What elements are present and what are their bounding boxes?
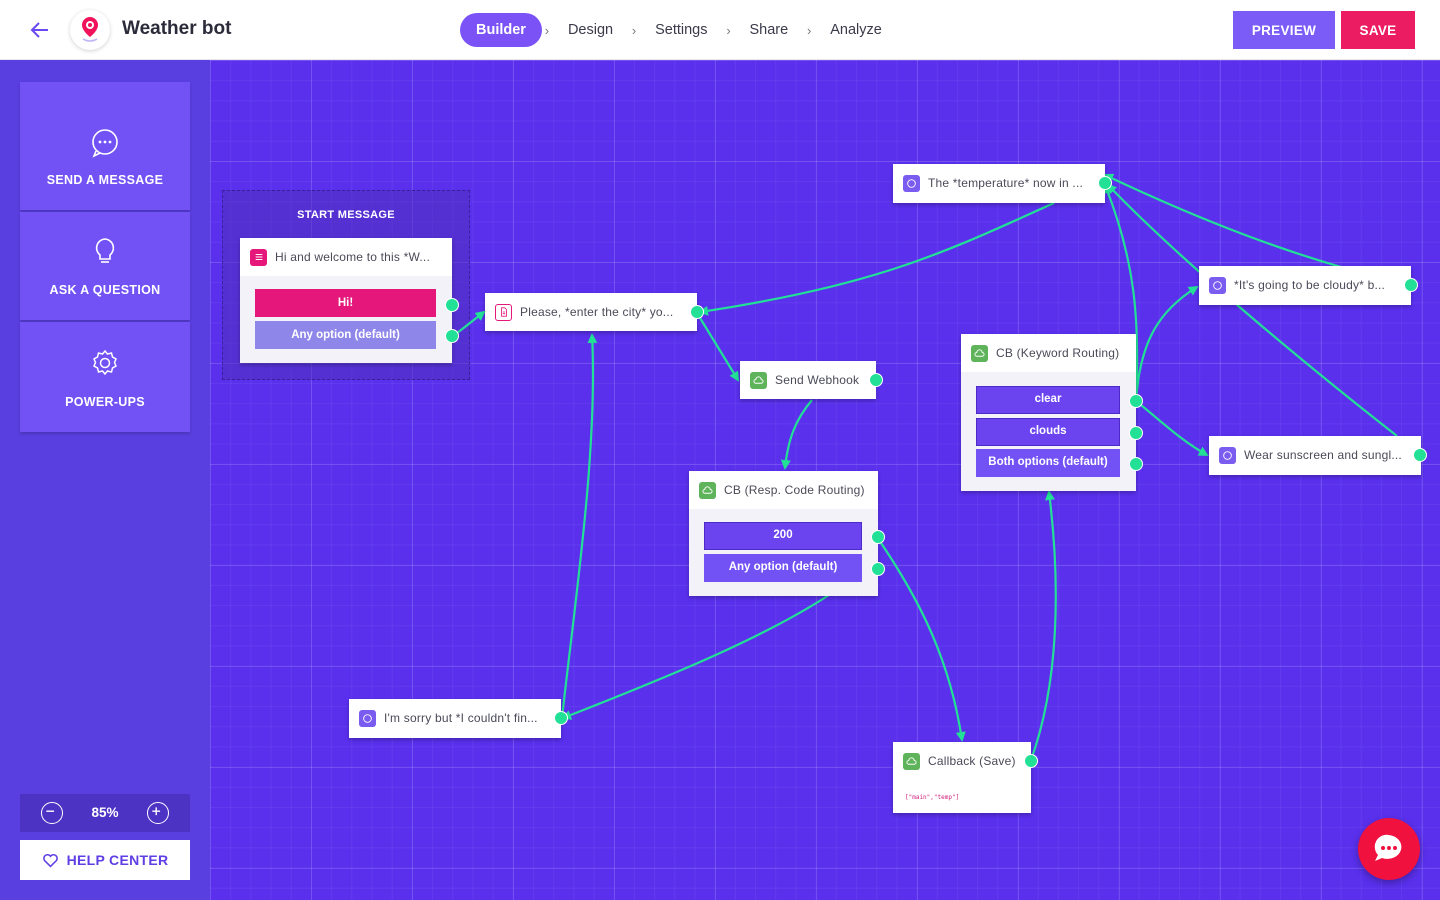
connector-port[interactable] [445,329,459,343]
gear-icon [93,349,117,376]
chat-bubble-icon [1209,276,1226,294]
node-text: I'm sorry but *I couldn't fin... [384,711,538,725]
cloud-icon [903,752,920,770]
option-button[interactable]: Any option (default) [255,321,436,349]
document-icon [495,303,512,321]
node-text: The *temperature* now in ... [928,176,1084,190]
zoom-level: 85% [91,805,119,820]
option-button[interactable]: Hi! [255,289,436,317]
node-text: *It's going to be cloudy* b... [1234,278,1386,292]
flow-canvas[interactable]: START MESSAGE [210,60,1440,900]
option-button[interactable]: clear [976,386,1120,414]
connector-port[interactable] [869,373,883,387]
cloud-icon [971,344,988,362]
connector-port[interactable] [690,305,704,319]
connector-port[interactable] [871,562,885,576]
connector-port[interactable] [554,711,568,725]
option-button[interactable]: 200 [704,522,862,550]
option-button[interactable]: Any option (default) [704,554,862,582]
node-temperature-message[interactable]: The *temperature* now in ... [893,164,1105,203]
node-callback-save[interactable]: Callback (Save) ["main","temp"] [893,742,1031,813]
connector-port[interactable] [871,530,885,544]
top-bar: Weather bot Builder › Design › Settings … [0,0,1440,60]
node-resp-code-routing[interactable]: CB (Resp. Code Routing) 200 Any option (… [689,471,878,596]
bot-avatar [70,10,110,50]
connector-port[interactable] [1129,457,1143,471]
node-text: CB (Keyword Routing) [996,346,1120,360]
bot-logo-icon [82,17,98,42]
plus-icon [152,807,161,816]
connector-port[interactable] [1024,754,1038,768]
chat-bubble-icon [903,174,920,192]
step-design[interactable]: Design [567,22,614,38]
chat-bubble-icon [1219,446,1236,464]
help-center-button[interactable]: HELP CENTER [20,840,190,880]
power-ups-tool[interactable]: POWER-UPS [20,322,190,432]
node-text: Callback (Save) [928,754,1016,768]
heart-icon [42,853,58,868]
ask-question-label: ASK A QUESTION [49,283,161,297]
option-button[interactable]: clouds [976,418,1120,446]
step-analyze[interactable]: Analyze [830,22,882,38]
chevron-right-icon: › [544,22,550,38]
step-settings[interactable]: Settings [655,22,708,38]
node-cloudy-message[interactable]: *It's going to be cloudy* b... [1199,266,1411,305]
node-text: Wear sunscreen and sungl... [1244,448,1402,462]
connector-port[interactable] [1413,448,1427,462]
tools-sidebar: SEND A MESSAGE ASK A QUESTION POWER-UPS … [0,60,210,900]
node-text: Please, *enter the city* yo... [520,305,674,319]
step-share[interactable]: Share [749,22,789,38]
saved-variables-code: ["main","temp"] [905,794,960,801]
bot-title[interactable]: Weather bot [122,18,232,39]
zoom-out-button[interactable] [41,802,63,824]
chat-bubble-icon [359,709,376,727]
node-enter-city[interactable]: Please, *enter the city* yo... [485,293,697,331]
chevron-right-icon: › [631,22,637,38]
chat-bubble-icon [1374,834,1402,861]
preview-button[interactable]: PREVIEW [1233,11,1335,49]
option-button[interactable]: Both options (default) [976,449,1120,477]
chat-bubble-icon [92,129,118,158]
minus-icon [46,810,55,812]
connector-port[interactable] [1129,394,1143,408]
lightbulb-icon [95,238,115,263]
send-message-tool[interactable]: SEND A MESSAGE [20,82,190,210]
chevron-right-icon: › [807,22,812,38]
builder-steps-nav: Builder › Design › Settings › Share › An… [460,13,898,47]
node-sorry-message[interactable]: I'm sorry but *I couldn't fin... [349,699,561,738]
step-builder[interactable]: Builder [460,13,542,47]
zoom-in-button[interactable] [147,802,169,824]
node-keyword-routing[interactable]: CB (Keyword Routing) clear clouds Both o… [961,334,1136,491]
node-welcome-message[interactable]: Hi and welcome to this *W... Hi! Any opt… [240,238,452,363]
node-text: Send Webhook [775,373,860,387]
start-message-title: START MESSAGE [297,209,395,221]
node-text: Hi and welcome to this *W... [275,250,430,264]
cloud-icon [750,371,767,389]
cloud-icon [699,481,716,499]
connector-port[interactable] [1404,278,1418,292]
help-center-label: HELP CENTER [66,852,169,868]
back-arrow-icon[interactable] [28,18,52,42]
list-icon [250,248,267,266]
ask-question-tool[interactable]: ASK A QUESTION [20,212,190,320]
send-message-label: SEND A MESSAGE [46,173,164,187]
node-sunscreen-message[interactable]: Wear sunscreen and sungl... [1209,436,1421,475]
save-button[interactable]: SAVE [1341,11,1415,49]
power-ups-label: POWER-UPS [65,395,145,409]
chevron-right-icon: › [726,22,731,38]
live-chat-button[interactable] [1358,818,1420,880]
node-text: CB (Resp. Code Routing) [724,483,865,497]
connector-port[interactable] [1129,426,1143,440]
connector-port[interactable] [1098,176,1112,190]
node-send-webhook[interactable]: Send Webhook [740,361,876,399]
zoom-control: 85% [20,794,190,832]
connector-port[interactable] [445,298,459,312]
